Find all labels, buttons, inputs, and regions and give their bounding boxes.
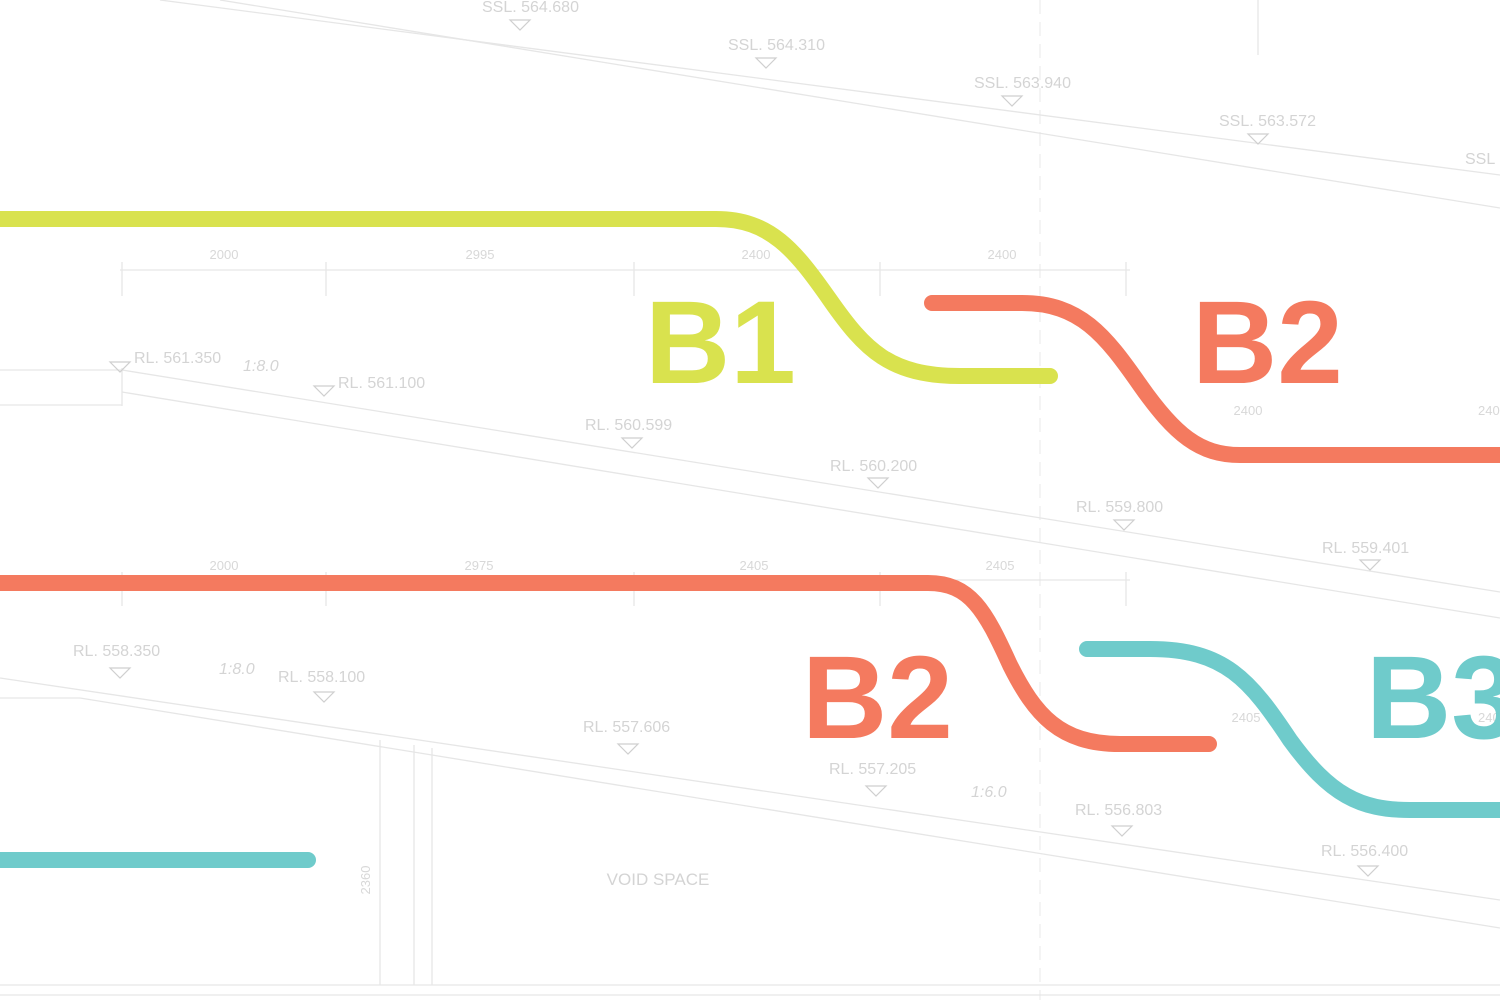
level-marker-icon — [754, 57, 778, 69]
top-slab-line — [159, 0, 1500, 176]
level-marker-icon — [1246, 133, 1270, 145]
level-marker-icon — [508, 19, 532, 31]
rl-level-label: RL. 561.350 — [134, 350, 221, 367]
dimension-label: 2000 — [210, 247, 239, 262]
rl-level-label: RL. 557.205 — [829, 761, 916, 778]
level-marker-icon — [312, 385, 336, 397]
ssl-level-label: SSL — [1465, 151, 1495, 168]
level-marker-icon — [1112, 519, 1136, 531]
level-marker-icon — [312, 691, 336, 703]
dimension-label: 2400 — [988, 247, 1017, 262]
ssl-level-label: SSL. 563.940 — [974, 75, 1071, 92]
level-label-b2-upper: B2 — [1192, 277, 1343, 409]
dimension-label: 2400 — [742, 247, 771, 262]
ramp-paths — [0, 211, 1500, 868]
dimension-label: 2400 — [1234, 403, 1263, 418]
lower-slab-line — [79, 697, 1500, 929]
dimension-label: 2975 — [465, 558, 494, 573]
ssl-level-labels: SSL. 564.680 SSL. 564.310 SSL. 563.940 S… — [482, 0, 1495, 168]
upper-rl-labels: RL. 561.350 1:8.0 RL. 561.100 RL. 560.59… — [134, 350, 1409, 557]
dimension-label: 2405 — [1232, 710, 1261, 725]
dimension-label: 240 — [1478, 403, 1500, 418]
ssl-level-label: SSL. 564.680 — [482, 0, 579, 16]
dimension-label: 2405 — [740, 558, 769, 573]
rl-level-label: RL. 558.100 — [278, 669, 365, 686]
lower-dimension-labels: 2000 2975 2405 2405 2405 240 — [210, 558, 1500, 725]
level-marker-icon — [1356, 865, 1380, 877]
lower-slab-line — [0, 677, 1500, 901]
vertical-dimension-label: 2360 — [358, 866, 373, 895]
rl-level-label: RL. 560.599 — [585, 417, 672, 434]
ssl-level-label: SSL. 563.572 — [1219, 113, 1316, 130]
rl-level-label: RL. 558.350 — [73, 643, 160, 660]
level-marker-icon — [1110, 825, 1134, 837]
level-markers — [108, 19, 1382, 877]
b2-lower-ramp-path — [0, 575, 1217, 752]
level-labels: B1 B2 B2 B3 — [645, 277, 1500, 764]
b3-ramp-path — [1079, 641, 1500, 818]
level-marker-icon — [866, 477, 890, 489]
level-label-b3: B3 — [1366, 632, 1500, 764]
level-marker-icon — [616, 743, 640, 755]
level-marker-icon — [108, 361, 132, 373]
void-space-label: VOID SPACE — [607, 870, 710, 889]
upper-dimension-labels: 2000 2995 2400 2400 2400 240 — [210, 247, 1500, 418]
level-marker-icon — [108, 667, 132, 679]
slope-label: 1:6.0 — [971, 784, 1007, 801]
upper-dimension-ticks — [121, 262, 1127, 296]
b1-ramp-path — [0, 211, 1058, 384]
top-slab-line — [219, 0, 1500, 209]
dimension-label: 2995 — [466, 247, 495, 262]
level-marker-icon — [620, 437, 644, 449]
dimension-label: 2000 — [210, 558, 239, 573]
upper-slab-line — [121, 391, 1500, 619]
rl-level-label: RL. 560.200 — [830, 458, 917, 475]
level-label-b2-lower: B2 — [802, 632, 953, 764]
dimension-label: 2405 — [986, 558, 1015, 573]
level-marker-icon — [1358, 559, 1382, 571]
level-marker-icon — [864, 785, 888, 797]
lower-rl-labels: RL. 558.350 1:8.0 RL. 558.100 RL. 557.60… — [73, 643, 1408, 860]
slope-label: 1:8.0 — [219, 661, 255, 678]
rl-level-label: RL. 556.400 — [1321, 843, 1408, 860]
rl-level-label: RL. 557.606 — [583, 719, 670, 736]
level-label-b1: B1 — [645, 277, 796, 409]
rl-level-label: RL. 556.803 — [1075, 802, 1162, 819]
rl-level-label: RL. 559.401 — [1322, 540, 1409, 557]
ssl-level-label: SSL. 564.310 — [728, 37, 825, 54]
rl-level-label: RL. 559.800 — [1076, 499, 1163, 516]
level-marker-icon — [1000, 95, 1024, 107]
slope-label: 1:8.0 — [243, 358, 279, 375]
dimension-label: 240 — [1478, 710, 1500, 725]
upper-slab-line — [121, 369, 1500, 593]
rl-level-label: RL. 561.100 — [338, 375, 425, 392]
b2-upper-ramp-path — [924, 295, 1500, 463]
